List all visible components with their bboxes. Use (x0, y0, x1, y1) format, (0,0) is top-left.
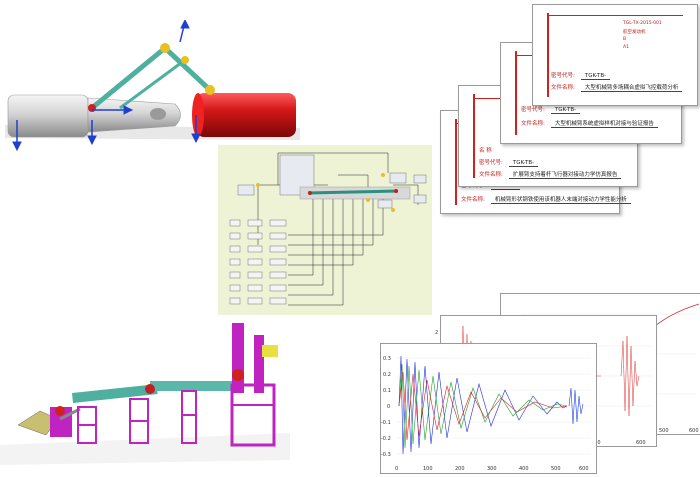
diagram-block-stack (229, 219, 287, 305)
svg-text:0.2: 0.2 (383, 372, 391, 378)
burst-red (620, 335, 640, 417)
svg-text:-0.3: -0.3 (381, 452, 391, 458)
signal-red (398, 371, 568, 441)
svg-text:0: 0 (387, 404, 390, 410)
svg-text:0: 0 (395, 466, 398, 472)
linkage-arms (90, 46, 212, 110)
svg-text:100: 100 (423, 466, 433, 472)
robot-arm-test-rig (0, 323, 290, 465)
plot-front: 0.3 0.2 0.1 0 -0.1 -0.2 -0.3 0 100 200 3… (380, 343, 597, 474)
svg-text:500: 500 (551, 466, 561, 472)
signal-blue (398, 355, 568, 455)
grey-shaft (7, 94, 89, 138)
mechanism-3d-render (5, 20, 300, 152)
svg-text:2: 2 (435, 330, 438, 336)
svg-text:0.1: 0.1 (383, 388, 391, 394)
clevis-hole (150, 108, 166, 120)
signal-tail (568, 387, 584, 425)
axis-arrows (12, 20, 201, 152)
simulation-block-diagram (218, 145, 432, 315)
signal-green (398, 363, 568, 449)
right-tower (230, 323, 278, 447)
grey-clevis (87, 97, 181, 133)
svg-text:600: 600 (636, 440, 646, 446)
document-sheet-1: TGL-TX-2015-001 航空发动机 B A1 密号代号:TGK-TB- … (532, 4, 698, 106)
svg-text:200: 200 (455, 466, 465, 472)
red-cylinder (196, 93, 296, 137)
arm-boom (72, 381, 240, 403)
svg-text:-0.1: -0.1 (381, 420, 391, 426)
svg-text:-0.2: -0.2 (381, 436, 391, 442)
back-xtick: 600 (689, 428, 699, 434)
svg-text:400: 400 (519, 466, 529, 472)
svg-text:0.3: 0.3 (383, 356, 391, 362)
svg-text:600: 600 (579, 466, 589, 472)
left-end-effector (17, 406, 81, 437)
back-xtick: 500 (659, 428, 669, 434)
svg-text:300: 300 (487, 466, 497, 472)
support-frames (77, 390, 197, 444)
